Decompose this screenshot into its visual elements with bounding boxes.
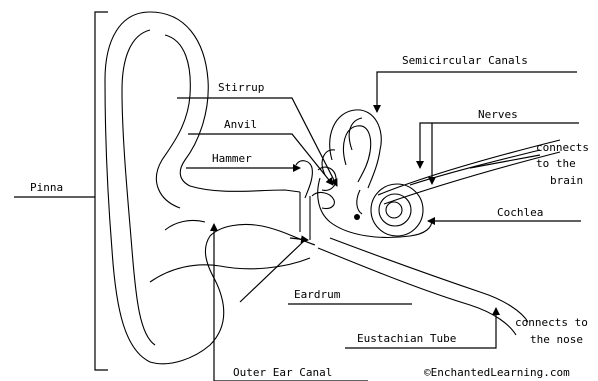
label-eustachian-tube: Eustachian Tube bbox=[357, 332, 456, 345]
label-nerves: Nerves bbox=[478, 108, 518, 121]
label-connects-brain-3: brain bbox=[550, 174, 583, 187]
label-pinna: Pinna bbox=[30, 181, 63, 194]
label-cochlea: Cochlea bbox=[497, 206, 543, 219]
label-anvil: Anvil bbox=[224, 118, 257, 131]
label-stirrup: Stirrup bbox=[218, 81, 264, 94]
inner-ear-structures bbox=[296, 110, 560, 335]
credit-text: ©EnchantedLearning.com bbox=[424, 366, 570, 379]
label-connects-brain-1: connects bbox=[536, 141, 589, 154]
label-semicircular-canals: Semicircular Canals bbox=[402, 54, 528, 67]
label-eardrum: Eardrum bbox=[294, 288, 341, 301]
label-connects-nose-2: the nose bbox=[530, 333, 583, 346]
pinna-shape bbox=[105, 12, 315, 364]
label-hammer: Hammer bbox=[212, 152, 252, 165]
label-outer-ear-canal: Outer Ear Canal bbox=[233, 366, 332, 379]
label-connects-nose-1: connects to bbox=[515, 316, 588, 329]
label-connects-brain-2: to the bbox=[536, 157, 576, 170]
